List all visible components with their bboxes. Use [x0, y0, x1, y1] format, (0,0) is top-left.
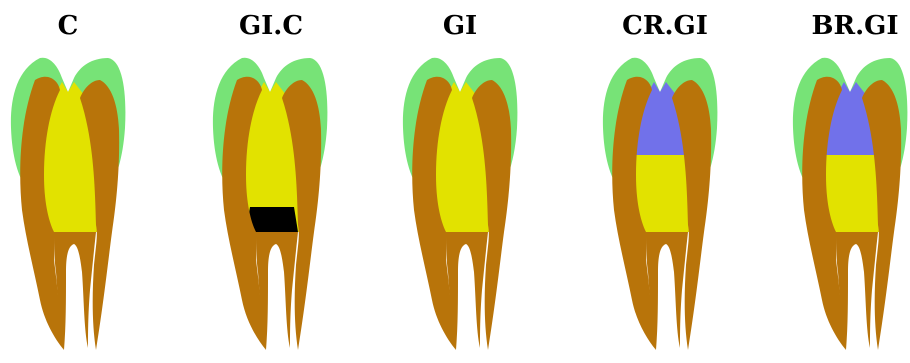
tooth-gi [403, 58, 518, 350]
tooth-cr-gi [603, 58, 718, 350]
tooth-br-gi [793, 58, 908, 350]
tooth-gi-c [213, 58, 328, 350]
tooth-c [11, 58, 126, 350]
